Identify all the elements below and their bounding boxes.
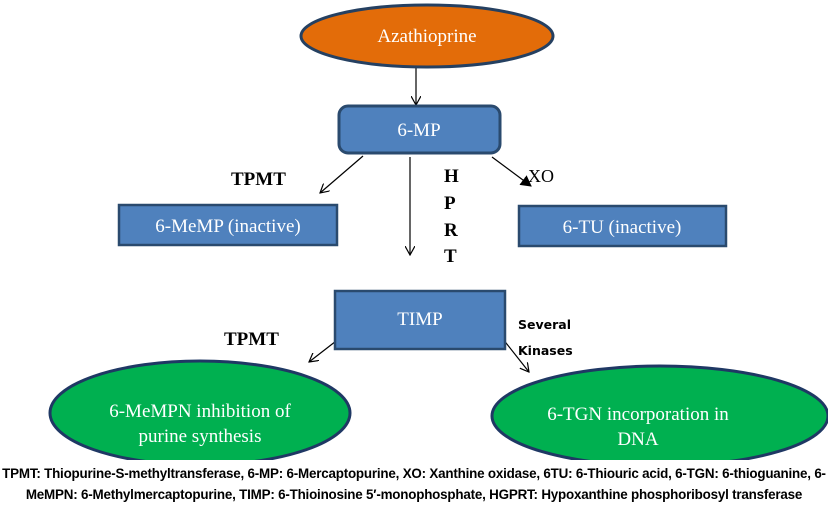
pathway-diagram: Azathioprine 6-MP 6-MeMP (inactive) 6-TU… (48, 3, 828, 460)
node-6-tu: 6-TU (inactive) (517, 204, 728, 248)
enzyme-label-tpmt-2: TPMT (224, 329, 279, 350)
node-label: TIMP (397, 309, 442, 330)
node-label-line1: 6-MeMPN inhibition of (109, 401, 291, 422)
arrow-mp-to-memp (320, 155, 364, 193)
node-label: 6-MeMP (inactive) (155, 216, 300, 237)
node-label: Azathioprine (377, 26, 476, 47)
abbreviations-legend: TPMT: Thiopurine-S-methyltransferase, 6-… (2, 466, 826, 502)
node-timp: TIMP (333, 289, 507, 351)
node-label-line1: 6-TGN incorporation in (547, 404, 729, 425)
node-6-tgn: 6-TGN incorporation in DNA (490, 364, 828, 460)
enzyme-label-hprt-p: P (444, 193, 456, 214)
enzyme-label-kinases-line2: Kinases (518, 343, 573, 358)
node-label-line2: purine synthesis (139, 426, 262, 447)
node-label: 6-TU (inactive) (563, 217, 682, 238)
node-6-mempn: 6-MeMPN inhibition of purine synthesis (48, 359, 352, 460)
enzyme-label-tpmt: TPMT (231, 169, 286, 190)
node-azathioprine: Azathioprine (299, 3, 555, 69)
arrow-mp-to-tu (491, 156, 532, 187)
enzyme-label-hprt-h: H (444, 166, 459, 187)
enzyme-label-kinases-line1: Several (518, 317, 571, 332)
enzyme-label-hprt-t: T (444, 246, 457, 267)
node-6-mp: 6-MP (337, 104, 502, 155)
node-6-memp: 6-MeMP (inactive) (117, 203, 339, 247)
enzyme-label-hprt-r: R (444, 220, 458, 241)
enzyme-label-xo: XO (528, 166, 554, 186)
node-label: 6-MP (397, 120, 440, 141)
node-label-line2: DNA (617, 429, 658, 450)
